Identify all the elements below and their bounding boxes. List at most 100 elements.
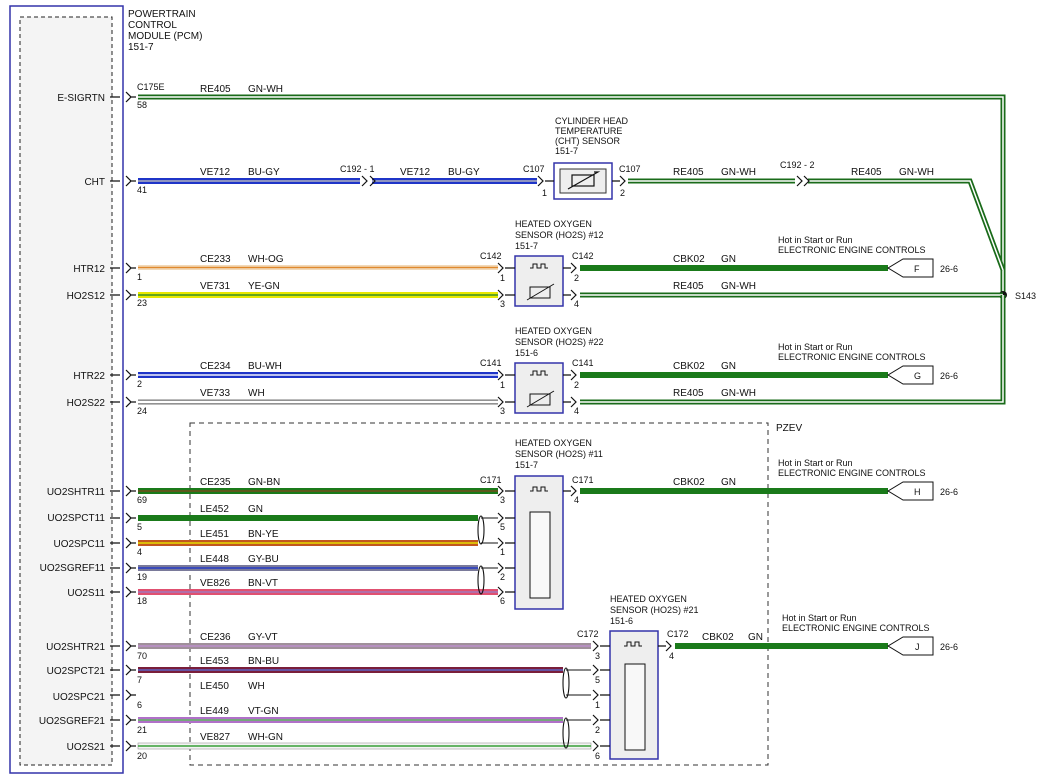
pin-markers bbox=[497, 369, 515, 408]
pin-name: UO2SPC21 bbox=[53, 692, 106, 703]
connector-c171-right: C171 bbox=[572, 475, 594, 485]
wire-color: GN bbox=[721, 477, 736, 488]
pin-labels: E-SIGRTN CHT HTR12 HO2S12 HTR22 HO2S22 U… bbox=[39, 93, 106, 753]
pin-markers bbox=[563, 262, 577, 301]
wire-color: GN bbox=[721, 361, 736, 372]
pin-name: UO2SPCT21 bbox=[47, 666, 106, 677]
pin-name: UO2S21 bbox=[67, 742, 106, 753]
pin-marker bbox=[110, 586, 136, 598]
pin-markers bbox=[592, 640, 610, 752]
wire-circuit: RE405 bbox=[673, 388, 704, 399]
power-label: ELECTRONIC ENGINE CONTROLS bbox=[778, 352, 926, 362]
pin-number: 4 bbox=[574, 299, 579, 309]
wire-ho2s12 bbox=[138, 292, 498, 298]
ho2s22-label-2: SENSOR (HO2S) #22 bbox=[515, 337, 604, 347]
pin-marker bbox=[110, 396, 136, 408]
wire-circuit: CBK02 bbox=[673, 254, 705, 265]
pin-number: 2 bbox=[595, 725, 600, 735]
wire-circuit: LE453 bbox=[200, 656, 229, 667]
pin-marker bbox=[110, 664, 136, 676]
pin-name: CHT bbox=[84, 177, 105, 188]
pin-marker bbox=[110, 369, 136, 381]
power-label: Hot in Start or Run bbox=[778, 342, 853, 352]
ref-page: 26-6 bbox=[940, 264, 958, 274]
wire-circuit: VE733 bbox=[200, 388, 230, 399]
wire-color: WH-GN bbox=[248, 732, 283, 743]
pin-marker bbox=[110, 289, 136, 301]
pin-number: 6 bbox=[137, 700, 142, 710]
wire-circuit: RE405 bbox=[851, 167, 882, 178]
connector-c141-right: C141 bbox=[572, 358, 594, 368]
ho2s11-label-3: 151-7 bbox=[515, 460, 538, 470]
pin-name: UO2SGREF21 bbox=[39, 716, 106, 727]
wire-uhtr21-out bbox=[675, 643, 888, 649]
ho2s22-label-3: 151-6 bbox=[515, 348, 538, 358]
ref-tag-g: G 26-6 bbox=[887, 365, 958, 385]
pin-name: UO2SGREF11 bbox=[40, 563, 106, 574]
pin-number: 1 bbox=[595, 700, 600, 710]
pin-number: 2 bbox=[620, 188, 625, 198]
power-label: Hot in Start or Run bbox=[778, 235, 853, 245]
pin-marker bbox=[110, 714, 136, 726]
heater-icon bbox=[530, 263, 548, 269]
pin-number: 7 bbox=[137, 675, 142, 685]
pin-markers bbox=[497, 262, 515, 301]
pin-marker bbox=[110, 91, 136, 103]
pin-number: 1 bbox=[500, 273, 505, 283]
pin-name: HO2S12 bbox=[67, 291, 106, 302]
wire-circuit: RE405 bbox=[673, 281, 704, 292]
ho2s12-label-2: SENSOR (HO2S) #12 bbox=[515, 230, 604, 240]
pin-number: 2 bbox=[500, 572, 505, 582]
wire-color: GN-WH bbox=[721, 167, 756, 178]
connector-c171-left: C171 bbox=[480, 475, 502, 485]
wire-color: GY-BU bbox=[248, 554, 279, 565]
pin-markers bbox=[563, 485, 577, 497]
wire-color: BN-BU bbox=[248, 656, 279, 667]
ref-page: 26-6 bbox=[940, 371, 958, 381]
wire-ho2s22-out bbox=[580, 295, 1006, 405]
pin-number: 4 bbox=[574, 406, 579, 416]
wire-circuit: VE712 bbox=[400, 167, 430, 178]
pin-name: UO2S11 bbox=[67, 588, 105, 599]
power-label: Hot in Start or Run bbox=[778, 458, 853, 468]
connector-c172-right: C172 bbox=[667, 629, 689, 639]
pin-number: 6 bbox=[500, 596, 505, 606]
wire-circuit: CE233 bbox=[200, 254, 231, 265]
wire-circuit: VE826 bbox=[200, 578, 230, 589]
wire-color: VT-GN bbox=[248, 706, 279, 717]
pin-marker bbox=[110, 562, 136, 574]
sensor-cell-icon bbox=[529, 511, 551, 599]
wire-color: GN-WH bbox=[899, 167, 934, 178]
wire-color: YE-GN bbox=[248, 281, 280, 292]
pin-markers bbox=[497, 485, 515, 598]
heater-icon bbox=[624, 641, 642, 647]
wire-color: GN bbox=[721, 254, 736, 265]
pin-number: 70 bbox=[137, 651, 147, 661]
wire-uhtr11 bbox=[138, 488, 498, 494]
ho2s11-label-1: HEATED OXYGEN bbox=[515, 438, 592, 448]
pin-number: 24 bbox=[137, 406, 147, 416]
wire-circuit: LE452 bbox=[200, 504, 229, 515]
wire-color: GN-BN bbox=[248, 477, 280, 488]
pcm-title-2: CONTROL bbox=[128, 20, 177, 31]
pin-name: HTR22 bbox=[73, 371, 105, 382]
cht-label-3: (CHT) SENSOR bbox=[555, 136, 621, 146]
pin-number: 2 bbox=[574, 380, 579, 390]
wire-circuit: LE451 bbox=[200, 529, 229, 540]
pin-number: 3 bbox=[500, 299, 505, 309]
wire-us11 bbox=[138, 589, 498, 595]
ref-page: 26-6 bbox=[940, 642, 958, 652]
pin-marker bbox=[110, 262, 136, 274]
pin-number: 2 bbox=[137, 379, 142, 389]
wire-circuit: VE712 bbox=[200, 167, 230, 178]
ref-tag-h: H 26-6 bbox=[887, 481, 958, 501]
pin-number: 58 bbox=[137, 100, 147, 110]
pzev-label: PZEV bbox=[776, 423, 802, 434]
twisted-pair-icon bbox=[477, 515, 498, 595]
pin-number: 4 bbox=[669, 651, 674, 661]
wire-circuit: VE827 bbox=[200, 732, 230, 743]
power-label: Hot in Start or Run bbox=[782, 613, 857, 623]
connector-c192-1-marker bbox=[361, 175, 376, 187]
pin-number: 21 bbox=[137, 725, 147, 735]
wire-circuit: LE448 bbox=[200, 554, 229, 565]
